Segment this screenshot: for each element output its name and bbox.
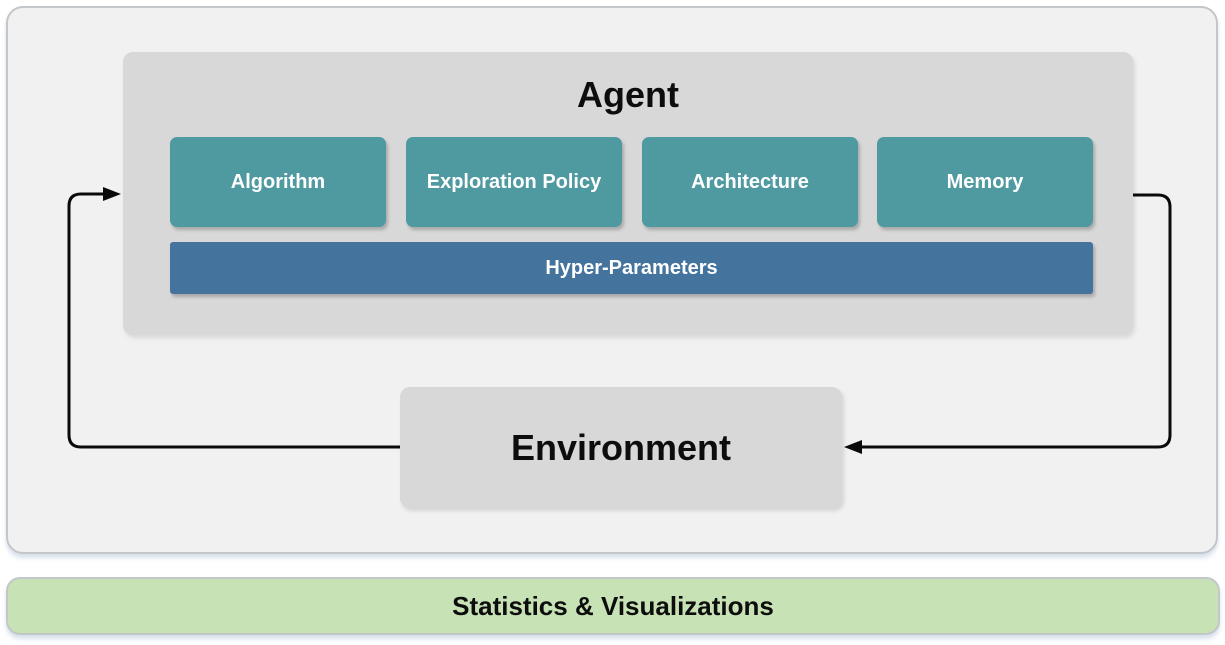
hyper-parameters-bar: Hyper-Parameters: [170, 242, 1093, 294]
component-exploration-policy-label: Exploration Policy: [426, 170, 602, 193]
component-memory: Memory: [877, 137, 1093, 227]
component-exploration-policy: Exploration Policy: [406, 137, 622, 227]
component-memory-label: Memory: [946, 170, 1024, 193]
environment-title: Environment: [510, 426, 732, 468]
component-algorithm: Algorithm: [170, 137, 386, 227]
environment-box: Environment: [400, 387, 842, 508]
component-architecture-label: Architecture: [691, 170, 809, 193]
component-algorithm-label: Algorithm: [230, 170, 326, 193]
statistics-visualizations-bar: Statistics & Visualizations: [6, 577, 1220, 635]
hyper-parameters-label: Hyper-Parameters: [545, 256, 718, 279]
statistics-visualizations-label: Statistics & Visualizations: [452, 590, 774, 621]
component-architecture: Architecture: [642, 137, 858, 227]
agent-title: Agent: [577, 73, 679, 115]
